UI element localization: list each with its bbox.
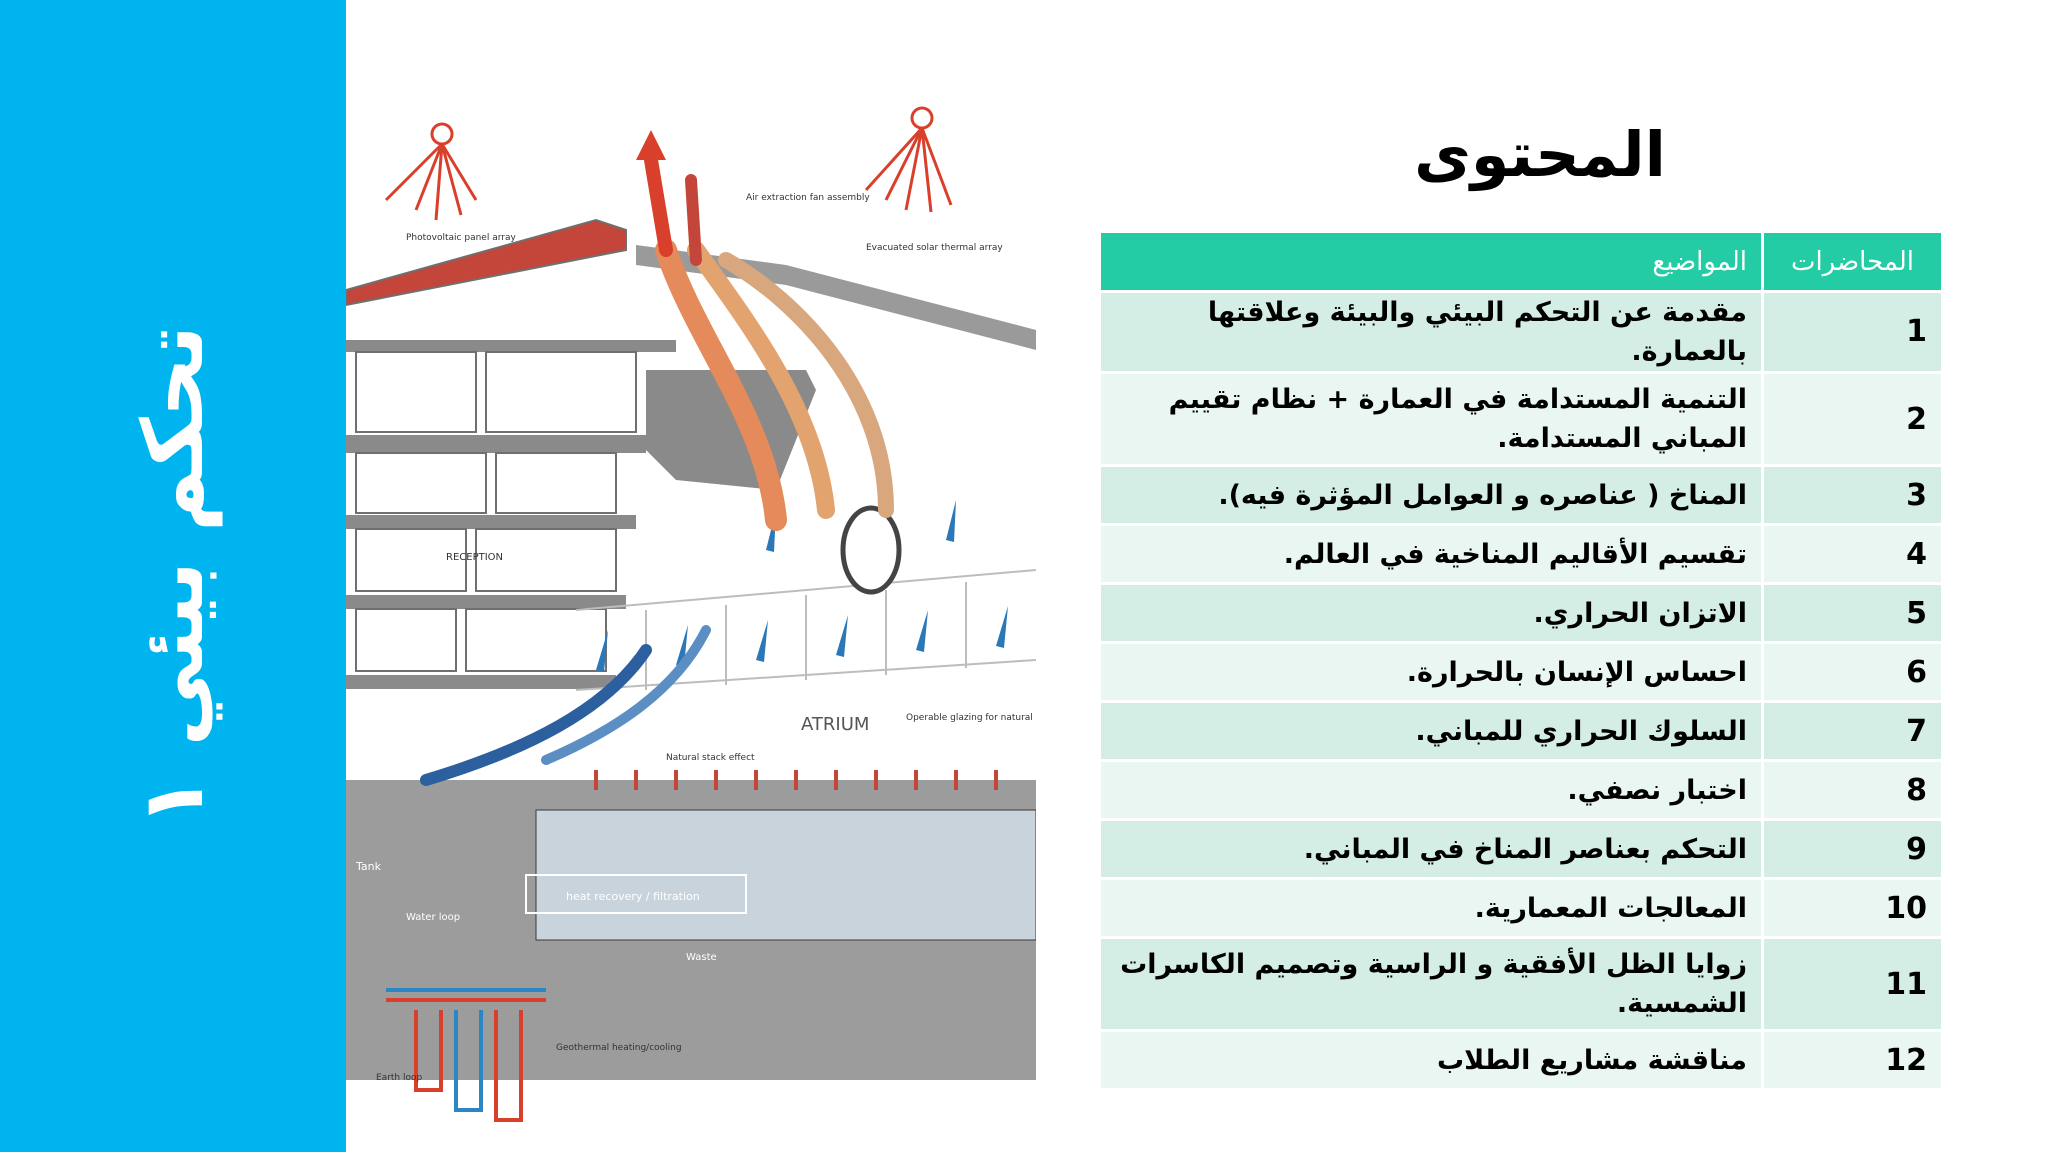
sidebar-title: تحكم بيئي ١ xyxy=(124,325,222,827)
label-geothermal: Geothermal heating/cooling xyxy=(556,1043,682,1053)
table-row: 11 زوايا الظل الأفقية و الراسية وتصميم ا… xyxy=(1098,936,1944,1033)
table-row: 12 مناقشة مشاريع الطلاب xyxy=(1098,1029,1944,1092)
building-rooms xyxy=(355,351,637,672)
lecture-number: 8 xyxy=(1761,759,1944,822)
lecture-topic: اختبار نصفي. xyxy=(1098,759,1764,822)
sun-icon-right xyxy=(864,106,953,213)
lecture-topic: التنمية المستدامة في العمارة + نظام تقيي… xyxy=(1098,371,1764,468)
lecture-number: 9 xyxy=(1761,818,1944,881)
table-row: 3 المناخ ( عناصره و العوامل المؤثرة فيه)… xyxy=(1098,464,1944,527)
table-row: 7 السلوك الحراري للمباني. xyxy=(1098,700,1944,763)
lecture-topic: تقسيم الأقاليم المناخية في العالم. xyxy=(1098,523,1764,586)
warm-airflow-arrows xyxy=(644,153,894,531)
atrium-tunnel xyxy=(840,505,902,595)
label-atrium: ATRIUM xyxy=(801,714,869,735)
table-row: 6 احساس الإنسان بالحرارة. xyxy=(1098,641,1944,704)
lecture-number: 10 xyxy=(1761,877,1944,940)
label-photovoltaic: Photovoltaic panel array xyxy=(406,233,516,243)
sidebar-band: تحكم بيئي ١ xyxy=(0,0,346,1152)
lecture-topic: المناخ ( عناصره و العوامل المؤثرة فيه). xyxy=(1098,464,1764,527)
sun-icon-left xyxy=(384,122,478,221)
header-topics: المواضيع xyxy=(1098,230,1764,293)
geothermal-pipes xyxy=(386,988,546,1122)
lecture-number: 7 xyxy=(1761,700,1944,763)
lecture-number: 6 xyxy=(1761,641,1944,704)
lecture-number: 12 xyxy=(1761,1029,1944,1092)
table-row: 2 التنمية المستدامة في العمارة + نظام تق… xyxy=(1098,371,1944,468)
header-lectures: المحاضرات xyxy=(1761,230,1944,293)
stack-arrows xyxy=(594,770,998,790)
lecture-number: 1 xyxy=(1761,289,1944,375)
lecture-topic: المعالجات المعمارية. xyxy=(1098,877,1764,940)
table-row: 10 المعالجات المعمارية. xyxy=(1098,877,1944,940)
label-operable-glazing: Operable glazing for natural ventilation xyxy=(906,713,1036,723)
lecture-number: 2 xyxy=(1761,371,1944,468)
label-waste: Waste xyxy=(686,952,717,963)
lecture-number: 11 xyxy=(1761,936,1944,1033)
lecture-topic: احساس الإنسان بالحرارة. xyxy=(1098,641,1764,704)
table-row: 5 الاتزان الحراري. xyxy=(1098,582,1944,645)
table-header-row: المحاضرات المواضيع xyxy=(1098,230,1944,293)
table-row: 8 اختبار نصفي. xyxy=(1098,759,1944,822)
roof-panel xyxy=(346,218,627,307)
table-row: 9 التحكم بعناصر المناخ في المباني. xyxy=(1098,818,1944,881)
lecture-topic: التحكم بعناصر المناخ في المباني. xyxy=(1098,818,1764,881)
content-table: المحاضرات المواضيع 1 مقدمة عن التحكم الب… xyxy=(1098,230,1944,1092)
lecture-number: 5 xyxy=(1761,582,1944,645)
label-earth-loop: Earth loop xyxy=(376,1073,423,1083)
table-row: 1 مقدمة عن التحكم البيئي والبيئة وعلاقته… xyxy=(1098,289,1944,375)
cool-airflow-arrow-2 xyxy=(541,625,711,765)
lecture-topic: مناقشة مشاريع الطلاب xyxy=(1098,1029,1764,1092)
heat-recovery-box xyxy=(525,874,747,914)
label-reception: RECEPTION xyxy=(446,552,503,563)
page-title: المحتوى xyxy=(1414,118,1666,191)
label-water-loop: Water loop xyxy=(406,912,460,923)
building-structure xyxy=(346,340,1036,1080)
building-section-diagram: RECEPTION heat recovery / filtration Tan… xyxy=(346,90,1036,1152)
lecture-topic: زوايا الظل الأفقية و الراسية وتصميم الكا… xyxy=(1098,936,1764,1033)
label-natural-stack: Natural stack effect xyxy=(666,753,755,763)
cool-airflow-arrow xyxy=(420,644,652,786)
warm-arrow-head xyxy=(636,130,666,160)
glazing-marks xyxy=(596,500,1008,672)
table-row: 4 تقسيم الأقاليم المناخية في العالم. xyxy=(1098,523,1944,586)
label-evacuated-solar: Evacuated solar thermal array xyxy=(866,243,1003,253)
label-tank: Tank xyxy=(355,860,382,873)
lecture-topic: السلوك الحراري للمباني. xyxy=(1098,700,1764,763)
label-air-extraction: Air extraction fan assembly xyxy=(746,193,870,203)
lecture-topic: الاتزان الحراري. xyxy=(1098,582,1764,645)
label-heat-recovery: heat recovery / filtration xyxy=(566,890,700,903)
atrium-glass xyxy=(575,569,1036,691)
lecture-number: 4 xyxy=(1761,523,1944,586)
lecture-number: 3 xyxy=(1761,464,1944,527)
lecture-topic: مقدمة عن التحكم البيئي والبيئة وعلاقتها … xyxy=(1098,289,1764,375)
